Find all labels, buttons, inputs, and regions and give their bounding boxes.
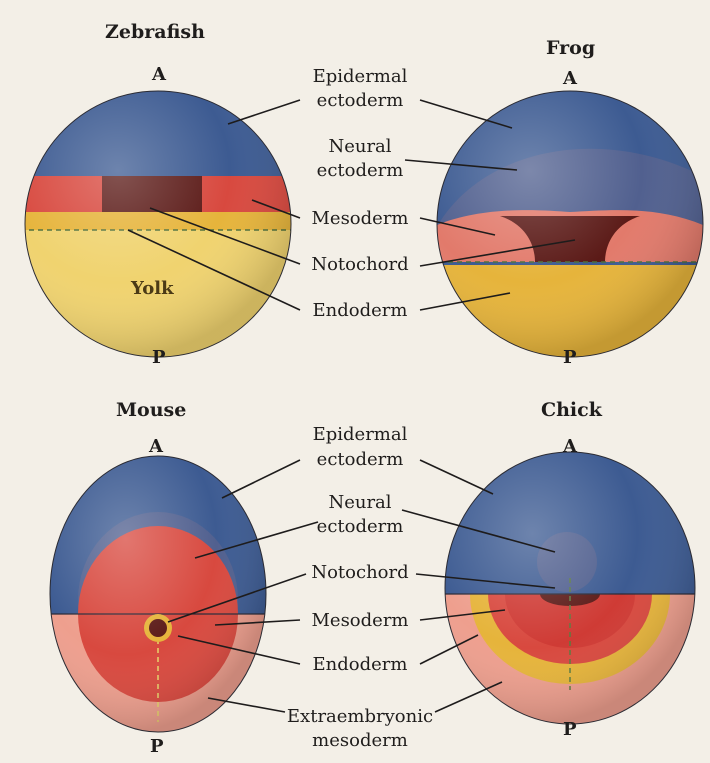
bottom-label-neural-2: ectoderm xyxy=(317,516,404,537)
top-label-neural-1: Neural xyxy=(328,136,391,157)
bottom-label-mesoderm: Mesoderm xyxy=(311,610,408,631)
mouse-title: Mouse xyxy=(116,399,186,421)
top-label-mesoderm: Mesoderm xyxy=(311,208,408,229)
frog-anterior: A xyxy=(562,68,578,89)
bottom-label-extraembryonic-2: mesoderm xyxy=(312,730,408,751)
mouse-embryo xyxy=(40,450,280,754)
top-label-epidermal-1: Epidermal xyxy=(313,66,408,87)
bottom-label-neural-1: Neural xyxy=(328,492,391,513)
top-label-notochord: Notochord xyxy=(311,254,408,275)
mouse-anterior: A xyxy=(148,436,164,457)
zebrafish-anterior: A xyxy=(151,64,167,85)
chick-embryo xyxy=(440,450,700,734)
bottom-label-extraembryonic-1: Extraembryonic xyxy=(287,706,433,727)
zebrafish-title: Zebrafish xyxy=(105,21,205,43)
mouse-posterior: P xyxy=(150,736,164,757)
top-label-epidermal-2: ectoderm xyxy=(317,90,404,111)
zebrafish-embryo xyxy=(20,80,300,370)
frog-embryo xyxy=(430,85,710,372)
zebrafish-yolk-label: Yolk xyxy=(130,278,174,299)
frog-title: Frog xyxy=(546,37,595,59)
zebrafish-posterior: P xyxy=(152,347,166,368)
bottom-label-endoderm: Endoderm xyxy=(313,654,408,675)
frog-posterior: P xyxy=(563,347,577,368)
chick-anterior: A xyxy=(562,436,578,457)
bottom-label-epidermal-1: Epidermal xyxy=(313,424,408,445)
chick-posterior: P xyxy=(563,719,577,740)
top-label-endoderm: Endoderm xyxy=(313,300,408,321)
top-label-neural-2: ectoderm xyxy=(317,160,404,181)
bottom-label-notochord: Notochord xyxy=(311,562,408,583)
bottom-label-epidermal-2: ectoderm xyxy=(317,449,404,470)
chick-title: Chick xyxy=(541,399,603,421)
